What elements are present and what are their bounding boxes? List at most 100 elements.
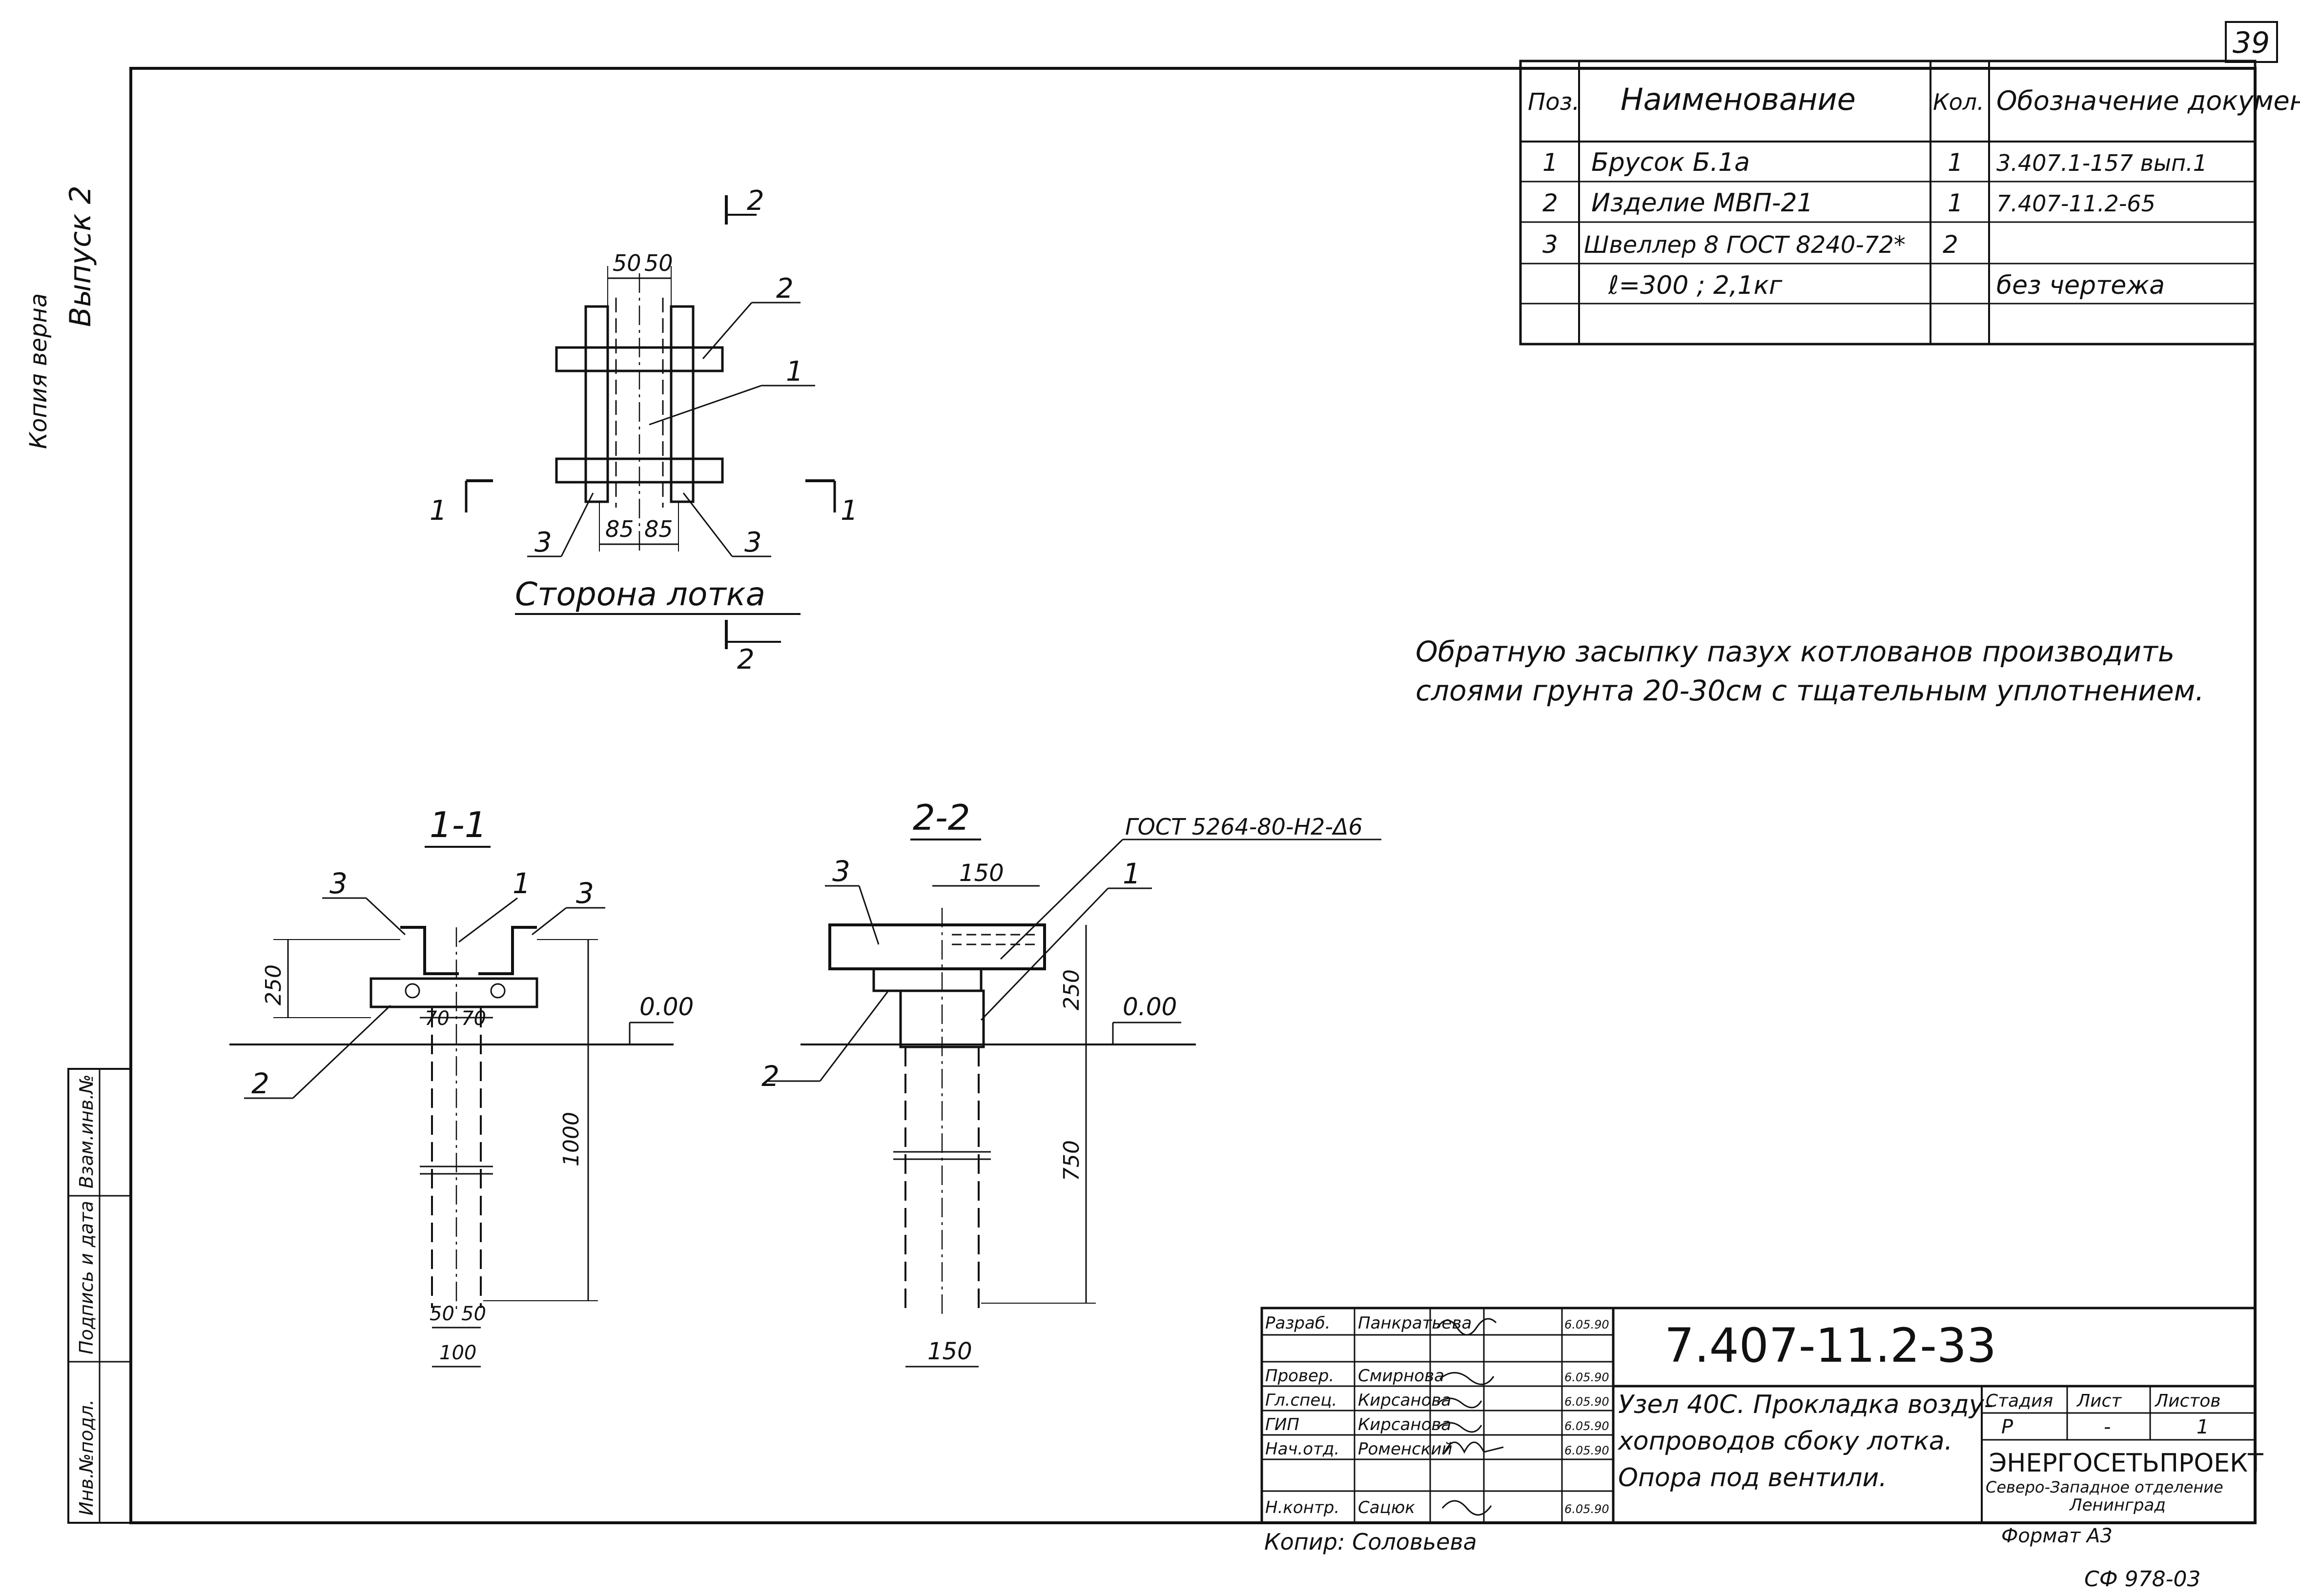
plan-section-2-top: 2	[747, 185, 764, 217]
note-text: Обратную засыпку пазух котлованов произв…	[1416, 635, 2204, 707]
doc-desc-line3: Опора под вентили.	[1618, 1463, 1887, 1493]
spec-row-4-doc: без чертежа	[1996, 271, 2165, 300]
s11-level: 0.00	[639, 993, 694, 1021]
signature-scribble	[1437, 1422, 1482, 1433]
plan-callout-2: 2	[776, 273, 794, 305]
drawing-frame	[129, 67, 2257, 1524]
sig-date: 6.05.90	[1564, 1395, 1609, 1409]
signature-row: Гл.спец. Кирсанова 6.05.90	[1265, 1391, 1609, 1410]
doc-desc-line2: хопроводов сбоку лотка.	[1617, 1427, 1952, 1456]
spec-row-1-name: Брусок Б.1а	[1591, 148, 1750, 177]
sig-date: 6.05.90	[1564, 1371, 1609, 1384]
plan-section-1-right: 1	[841, 495, 858, 527]
spec-row-3-name: Швеллер 8 ГОСТ 8240-72*	[1584, 231, 1906, 259]
s11-callout-3-left: 3	[329, 867, 348, 900]
s22-dim-250: 250	[1059, 969, 1084, 1010]
signature-row: Нач.отд. Роменский 6.05.90	[1265, 1439, 1609, 1459]
org-sub1: Северо-Западное отделение	[1986, 1478, 2223, 1496]
spec-row: 3 Швеллер 8 ГОСТ 8240-72* 2	[1542, 230, 1958, 259]
sig-role: ГИП	[1265, 1415, 1299, 1434]
spec-row: 1 Брусок Б.1а 1 3.407.1-157 вып.1	[1542, 148, 2207, 177]
s22-dim-750: 750	[1059, 1140, 1084, 1181]
s11-callout-1: 1	[513, 867, 531, 900]
spec-row-3-pos: 3	[1542, 230, 1558, 259]
plan-section-2-bottom: 2	[737, 644, 755, 675]
s11-dim-50-2: 50	[461, 1303, 486, 1325]
s22-dim-150-bottom: 150	[927, 1338, 972, 1365]
sig-date: 6.05.90	[1564, 1318, 1609, 1331]
section-1-1-title: 1-1	[430, 804, 487, 845]
side-stamp: Инв.№подл. Подпись и дата Взам.инв.№	[67, 1068, 132, 1524]
s22-callout-1: 1	[1123, 857, 1141, 890]
sig-name: Кирсанова	[1358, 1415, 1451, 1434]
s22-dim-150-top: 150	[959, 859, 1004, 887]
sig-date: 6.05.90	[1564, 1502, 1609, 1516]
s11-dim-50-1: 50	[430, 1303, 454, 1325]
stage-header: Стадия	[1986, 1391, 2053, 1411]
plan-caption: Сторона лотка	[515, 575, 765, 613]
section-1-1: 1-1 250 70 70 1000 50 50	[229, 804, 694, 1368]
copied-by: Копир: Соловьева	[1264, 1529, 1477, 1555]
spec-row-2-doc: 7.407-11.2-65	[1996, 190, 2156, 217]
s11-dim-100: 100	[439, 1342, 476, 1364]
sig-name: Панкратьева	[1358, 1313, 1472, 1333]
side-stamp-replace: Взам.инв.№	[76, 1074, 97, 1188]
side-stamp-inv: Инв.№подл.	[76, 1399, 97, 1515]
s11-callout-3-right: 3	[576, 877, 594, 910]
section-2-2: 2-2 ГОСТ 5264-80-Н2-Δ6 150 250 750	[761, 797, 1381, 1368]
spec-row-2-pos: 2	[1542, 189, 1558, 217]
signature-scribble	[1437, 1397, 1482, 1409]
spec-row-2-name: Изделие МВП-21	[1591, 188, 1813, 218]
plan-section-1-left: 1	[430, 495, 447, 527]
signature-scribble	[1437, 1318, 1497, 1336]
spec-header-pos: Поз.	[1528, 88, 1580, 116]
s22-callout-3: 3	[832, 855, 850, 888]
plan-dim-top-1: 50	[613, 250, 641, 276]
signature-scribble	[1441, 1500, 1492, 1516]
spec-row-1-pos: 1	[1542, 148, 1558, 177]
s22-level: 0.00	[1123, 993, 1177, 1021]
spec-row-4-name: ℓ=300 ; 2,1кг	[1608, 271, 1783, 300]
sig-name: Роменский	[1358, 1439, 1453, 1459]
sheet-header: Лист	[2076, 1391, 2122, 1411]
signature-scribble	[1439, 1372, 1495, 1385]
signature-row: ГИП Кирсанова 6.05.90	[1265, 1415, 1609, 1434]
doc-desc-line1: Узел 40С. Прокладка возду-	[1618, 1390, 1993, 1419]
sheet-value: -	[2104, 1416, 2111, 1438]
sig-name: Сацюк	[1358, 1498, 1415, 1517]
sig-role: Разраб.	[1265, 1313, 1331, 1333]
spec-header-name: Наименование	[1621, 82, 1856, 117]
sig-date: 6.05.90	[1564, 1419, 1609, 1433]
sig-name: Кирсанова	[1358, 1391, 1451, 1410]
doc-number: 7.407-11.2-33	[1664, 1318, 1996, 1373]
issue-label: Выпуск 2	[63, 185, 98, 327]
plan-dim-bottom-1: 85	[605, 516, 634, 542]
signature-row: Разраб. Панкратьева 6.05.90	[1265, 1313, 1609, 1333]
spec-row: 2 Изделие МВП-21 1 7.407-11.2-65	[1542, 188, 2156, 218]
sig-name: Смирнова	[1358, 1366, 1444, 1386]
spec-row: ℓ=300 ; 2,1кг без чертежа	[1608, 271, 2165, 300]
title-block: Разраб. Панкратьева 6.05.90 Провер. Смир…	[1260, 1307, 2263, 1524]
signature-row: Н.контр. Сацюк 6.05.90	[1265, 1498, 1609, 1517]
plan-callout-3-right: 3	[744, 527, 762, 558]
sheets-value: 1	[2197, 1416, 2209, 1438]
s22-weld-note: ГОСТ 5264-80-Н2-Δ6	[1125, 814, 1363, 840]
side-stamp-sign: Подпись и дата	[76, 1201, 97, 1354]
sig-role: Нач.отд.	[1265, 1439, 1339, 1459]
sig-role: Провер.	[1265, 1366, 1334, 1386]
s11-dim-70-1: 70	[425, 1007, 450, 1030]
footer-code: СФ 978-03	[2084, 1567, 2200, 1592]
org-sub2: Ленинград	[2069, 1495, 2166, 1515]
stage-value: Р	[2001, 1416, 2013, 1438]
signature-row: Провер. Смирнова 6.05.90	[1265, 1366, 1609, 1386]
spec-row-1-doc: 3.407.1-157 вып.1	[1996, 150, 2207, 176]
note-block: Обратную засыпку пазух котлованов произв…	[1416, 635, 2204, 707]
spec-table: Поз. Наименование Кол. Обозначение докум…	[1519, 60, 2300, 346]
sig-role: Гл.спец.	[1265, 1391, 1337, 1410]
s11-dim-250: 250	[261, 964, 286, 1005]
org-name: ЭНЕРГОСЕТЬПРОЕКТ	[1989, 1449, 2263, 1478]
signature-scribble	[1444, 1441, 1504, 1454]
sheets-header: Листов	[2154, 1391, 2220, 1411]
spec-row-1-qty: 1	[1948, 148, 1963, 177]
